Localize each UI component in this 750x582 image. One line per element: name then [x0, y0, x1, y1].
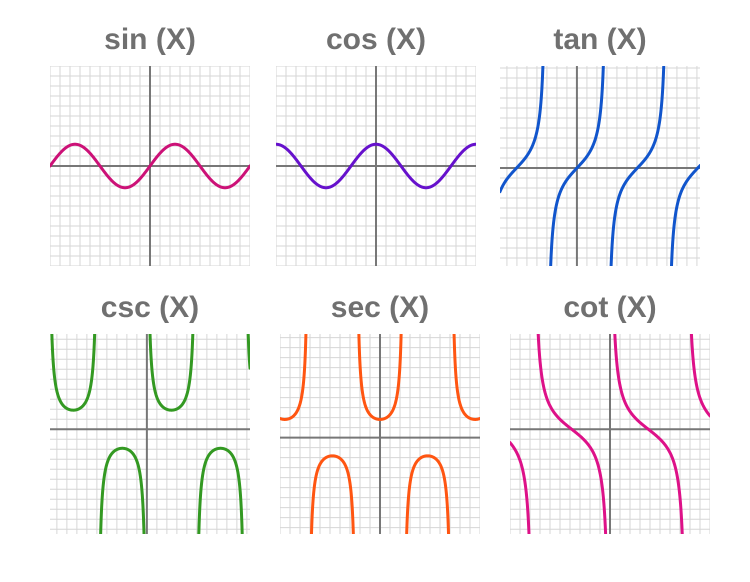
chart-title: cot (X) — [563, 291, 657, 324]
chart-panel-cos: cos (X) — [276, 22, 476, 267]
series-line — [276, 142, 476, 190]
plot-area — [276, 66, 476, 266]
chart-title: sec (X) — [330, 291, 430, 324]
series-line — [280, 334, 480, 534]
chart-panel-sin: sin (X) — [50, 22, 250, 267]
grid-lines — [50, 334, 250, 534]
chart-title: sin (X) — [104, 23, 196, 56]
grid-lines — [500, 66, 700, 266]
chart-panel-tan: tan (X) — [500, 22, 700, 267]
series-line — [500, 66, 700, 266]
chart-title: tan (X) — [553, 23, 647, 56]
chart-panel-csc: csc (X) — [50, 290, 250, 535]
chart-title: csc (X) — [100, 291, 200, 324]
series-line — [510, 334, 710, 534]
chart-panel-sec: sec (X) — [280, 290, 480, 535]
series-line — [50, 142, 250, 190]
plot-area — [280, 334, 480, 534]
plot-area — [50, 66, 250, 266]
chart-title: cos (X) — [325, 23, 427, 56]
plot-area — [510, 334, 710, 534]
chart-panel-cot: cot (X) — [510, 290, 710, 535]
plot-area — [500, 66, 700, 266]
series-line — [50, 334, 250, 534]
plot-area — [50, 334, 250, 534]
